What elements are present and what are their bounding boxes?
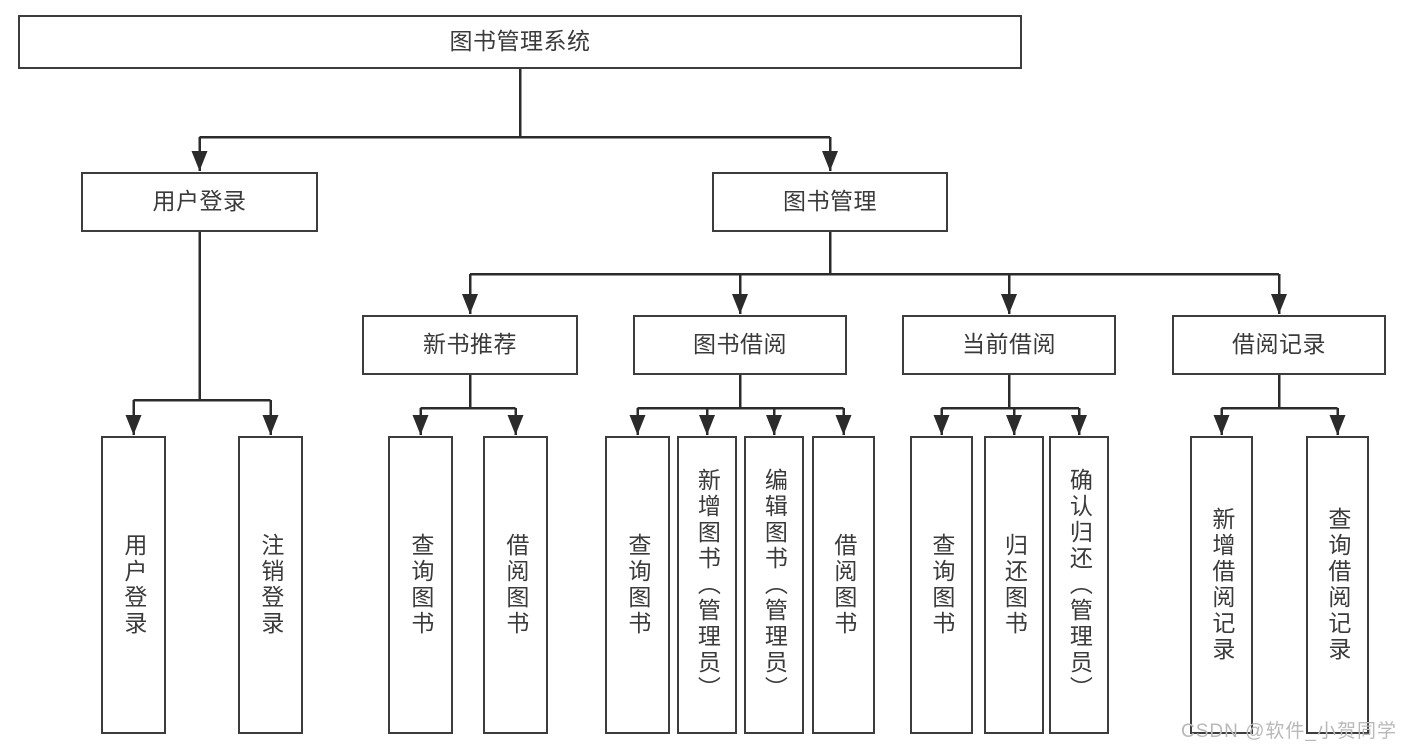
- node-label: 归还图书: [1001, 533, 1028, 637]
- node-label: 新增借阅记录: [1208, 507, 1235, 663]
- node-label: 用户登录: [152, 188, 247, 215]
- node-l13[interactable]: 查询借阅记录: [1306, 436, 1369, 734]
- node-l4[interactable]: 借阅图书: [483, 436, 548, 734]
- node-label: 查询图书: [928, 533, 955, 637]
- node-l10[interactable]: 归还图书: [984, 436, 1044, 734]
- node-l11[interactable]: 确认归还（管理员）: [1049, 436, 1109, 734]
- node-label: 图书管理: [783, 188, 877, 215]
- node-login[interactable]: 用户登录: [81, 172, 318, 232]
- node-label: 新增图书（管理员）: [694, 468, 721, 702]
- node-l6[interactable]: 新增图书（管理员）: [677, 436, 737, 734]
- node-label: 编辑图书（管理员）: [761, 468, 788, 702]
- node-root[interactable]: 图书管理系统: [18, 15, 1022, 69]
- node-l3[interactable]: 查询图书: [388, 436, 453, 734]
- node-label: 图书借阅: [693, 331, 787, 358]
- node-l7[interactable]: 编辑图书（管理员）: [744, 436, 804, 734]
- node-newbooks[interactable]: 新书推荐: [362, 315, 578, 375]
- watermark: CSDN @软件_小贺同学: [1181, 721, 1397, 742]
- node-l8[interactable]: 借阅图书: [812, 436, 875, 734]
- node-records[interactable]: 借阅记录: [1172, 315, 1386, 375]
- node-label: 图书管理系统: [449, 28, 591, 55]
- node-l12[interactable]: 新增借阅记录: [1190, 436, 1253, 734]
- node-label: 查询图书: [407, 533, 434, 637]
- node-borrow[interactable]: 图书借阅: [633, 315, 847, 375]
- node-current[interactable]: 当前借阅: [902, 315, 1116, 375]
- node-label: 借阅图书: [502, 533, 529, 637]
- node-label: 注销登录: [257, 533, 284, 637]
- node-label: 新书推荐: [423, 331, 517, 358]
- node-label: 查询图书: [624, 533, 651, 637]
- node-label: 查询借阅记录: [1324, 507, 1351, 663]
- node-l5[interactable]: 查询图书: [605, 436, 670, 734]
- node-label: 用户登录: [120, 533, 147, 637]
- node-bookmgmt[interactable]: 图书管理: [712, 172, 948, 232]
- node-l9[interactable]: 查询图书: [910, 436, 973, 734]
- node-label: 借阅记录: [1232, 331, 1326, 358]
- node-l1[interactable]: 用户登录: [101, 436, 166, 734]
- node-l2[interactable]: 注销登录: [238, 436, 303, 734]
- node-label: 借阅图书: [830, 533, 857, 637]
- node-label: 确认归还（管理员）: [1066, 468, 1093, 702]
- node-label: 当前借阅: [962, 331, 1056, 358]
